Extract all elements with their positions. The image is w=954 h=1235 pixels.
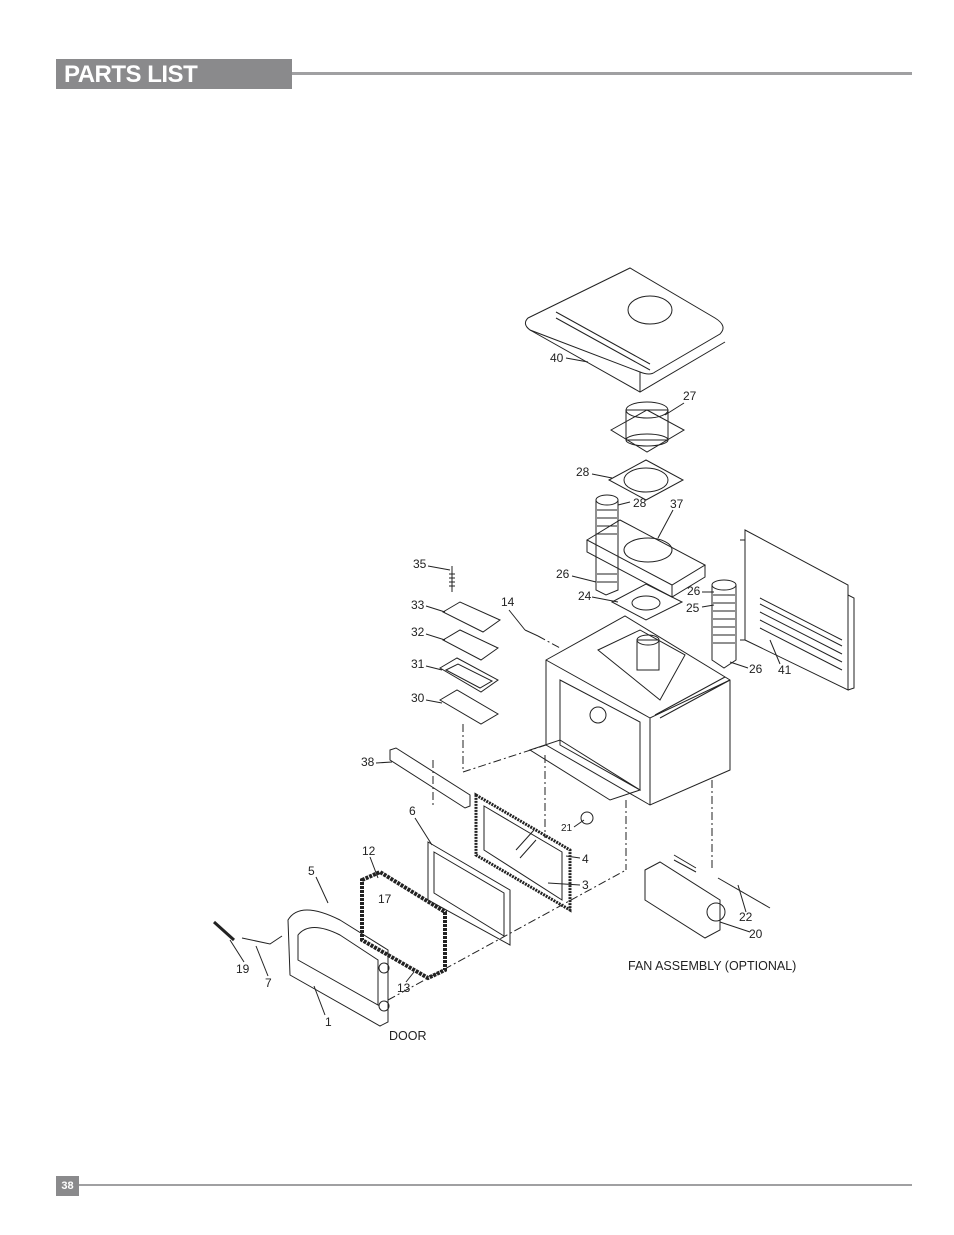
label-22: 22 <box>739 910 753 924</box>
part-flue-collar <box>610 401 686 453</box>
label-20: 20 <box>749 927 763 941</box>
label-28b: 28 <box>633 496 647 510</box>
part-handle <box>212 920 283 945</box>
label-41: 41 <box>778 663 792 677</box>
title-rule <box>292 72 912 75</box>
label-13: 13 <box>397 981 411 995</box>
part-door <box>287 909 390 1027</box>
label-19: 19 <box>236 962 250 976</box>
label-25: 25 <box>686 601 700 615</box>
label-5: 5 <box>308 864 315 878</box>
part-knob <box>580 811 594 825</box>
section-title-box: PARTS LIST <box>56 59 292 89</box>
part-baffle-gasket <box>610 583 684 621</box>
part-firebox-body <box>528 615 731 806</box>
label-32: 32 <box>411 625 425 639</box>
caption-fan-assembly: FAN ASSEMBLY (OPTIONAL) <box>628 959 796 973</box>
part-number-labels: 40 27 28 28 37 26 24 26 25 26 41 35 33 1… <box>236 351 796 1043</box>
part-air-hose-right <box>711 579 737 669</box>
part-secondary-air-stack <box>439 566 502 725</box>
label-17: 17 <box>378 892 392 906</box>
part-fan <box>644 854 726 939</box>
label-1: 1 <box>325 1015 332 1029</box>
label-7: 7 <box>265 976 272 990</box>
part-power-cord <box>717 877 771 909</box>
part-air-hose-left <box>595 494 619 596</box>
label-26b: 26 <box>687 584 701 598</box>
label-4: 4 <box>582 852 589 866</box>
label-37: 37 <box>670 497 684 511</box>
part-top-cover <box>524 267 726 393</box>
label-6: 6 <box>409 804 416 818</box>
footer-rule <box>79 1184 912 1186</box>
label-3: 3 <box>582 878 589 892</box>
label-31: 31 <box>411 657 425 671</box>
label-27: 27 <box>683 389 697 403</box>
part-door-gasket <box>360 869 447 981</box>
label-26a: 26 <box>556 567 570 581</box>
part-glass-assembly <box>474 792 572 913</box>
label-28: 28 <box>576 465 590 479</box>
assembly-guide-lines <box>387 635 713 1001</box>
label-33: 33 <box>411 598 425 612</box>
part-deflector <box>389 747 471 809</box>
label-24: 24 <box>578 589 592 603</box>
label-leader-lines <box>229 357 781 1016</box>
page-number: 38 <box>61 1180 74 1192</box>
part-collar-gasket <box>607 459 685 501</box>
section-title: PARTS LIST <box>64 61 198 88</box>
label-26c: 26 <box>749 662 763 676</box>
page-number-box: 38 <box>56 1176 79 1196</box>
label-14: 14 <box>501 595 515 609</box>
label-12: 12 <box>362 844 376 858</box>
part-screw <box>524 629 539 637</box>
part-rear-heat-shield <box>740 529 855 691</box>
part-door-frame <box>427 841 511 946</box>
label-35: 35 <box>413 557 427 571</box>
label-38: 38 <box>361 755 375 769</box>
label-40: 40 <box>550 351 564 365</box>
label-21: 21 <box>561 823 573 834</box>
label-30: 30 <box>411 691 425 705</box>
caption-door: DOOR <box>389 1029 427 1043</box>
